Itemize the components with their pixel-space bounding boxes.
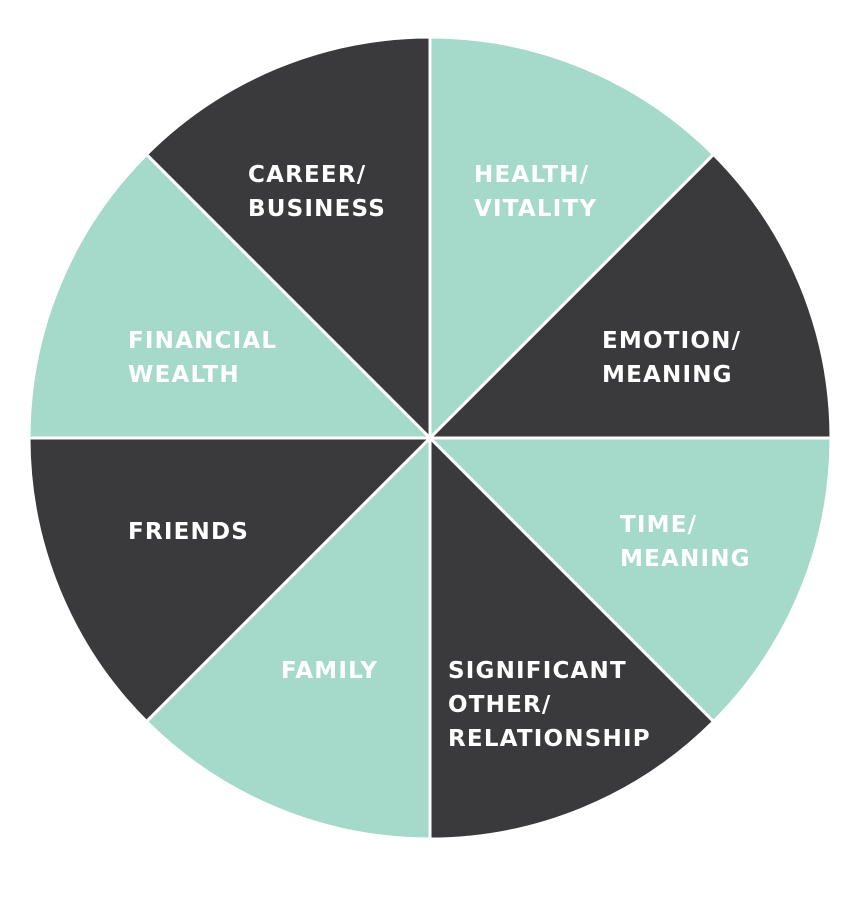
label-significant-other-relationship: SIGNIFICANT OTHER/ RELATIONSHIP <box>448 658 651 752</box>
label-financial-wealth: FINANCIAL WEALTH <box>128 328 278 388</box>
label-career-business: CAREER/ BUSINESS <box>248 162 386 222</box>
wheel-segment-health <box>428 35 716 440</box>
label-emotion-meaning: EMOTION/ MEANING <box>602 328 742 388</box>
wheel-segment-friends <box>27 436 432 724</box>
label-family: FAMILY <box>281 658 379 684</box>
label-friends: FRIENDS <box>128 519 249 545</box>
wheel-segment-financial <box>27 152 432 440</box>
label-health-vitality: HEALTH/ VITALITY <box>474 162 598 222</box>
wheel-segment-emotion <box>428 152 833 440</box>
wheel-segment-significant <box>428 436 716 841</box>
wheel-segment-family <box>144 436 432 841</box>
wheel-segment-career <box>144 35 432 440</box>
wheel-segment-time <box>428 436 833 724</box>
label-time-meaning: TIME/ MEANING <box>620 512 751 572</box>
